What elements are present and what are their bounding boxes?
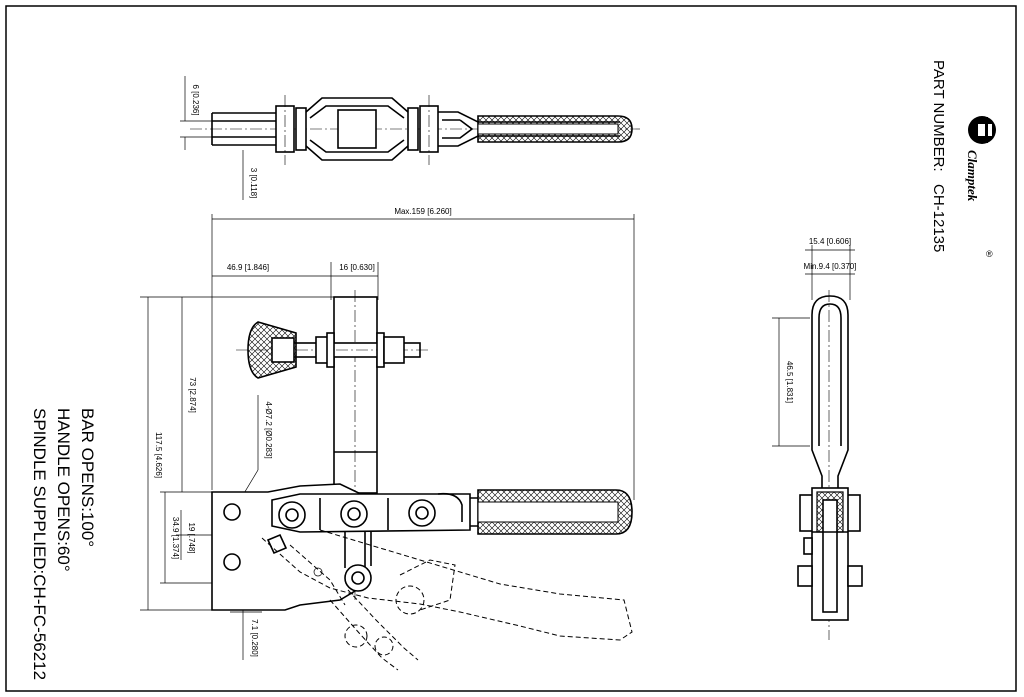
brand-name: Clamptek — [965, 150, 980, 202]
clamptek-logo-icon — [968, 116, 996, 144]
title-block: PART NUMBER: CH-12135 Clamptek ® — [930, 60, 996, 259]
dim-base: 7.1 [0.280] — [250, 619, 259, 657]
dim-offset: 46.9 [1.846] — [227, 263, 269, 272]
dim-hole-spacing-small: 19 [.748] — [187, 522, 196, 553]
note-spindle-supplied: SPINDLE SUPPLIED:CH-FC-56212 — [30, 408, 49, 680]
dim-slot-min: Min.9.4 [0.370] — [804, 262, 857, 271]
dim-bar-height: 73 [2.874] — [188, 377, 197, 413]
part-number-label: PART NUMBER: — [930, 60, 947, 172]
part-number-value: CH-12135 — [930, 184, 947, 252]
dim-slot-length: 46.5 [1.831] — [785, 361, 794, 403]
dim-top-thickness: 3 [0.118] — [249, 168, 258, 199]
notes: BAR OPENS:100° HANDLE OPENS:60° SPINDLE … — [30, 408, 97, 680]
dim-bar-width: 16 [0.630] — [339, 263, 375, 272]
registered-mark: ® — [986, 249, 993, 259]
dim-hole-spacing-large: 34.9 [1.374] — [171, 517, 180, 559]
dim-max-length: Max.159 [6.260] — [394, 207, 451, 216]
note-handle-opens: HANDLE OPENS:60° — [54, 408, 73, 572]
drawing-border — [5, 5, 1017, 692]
dim-top-width: 6 [0.236] — [191, 84, 200, 115]
dim-holes: 4-Ø7.2 [Ø0.283] — [264, 401, 273, 458]
front-view: Max.159 [6.260] 46.9 [1.846] 16 [0.630] … — [140, 207, 635, 671]
note-bar-opens: BAR OPENS:100° — [78, 408, 97, 547]
top-view: 6 [0.236] 3 [0.118] — [180, 76, 640, 200]
dim-slot-width: 15.4 [0.606] — [809, 237, 851, 246]
dim-overall-height: 117.5 [4.626] — [154, 432, 163, 478]
side-view: 15.4 [0.606] Min.9.4 [0.370] 46.5 [1.831… — [772, 237, 863, 640]
